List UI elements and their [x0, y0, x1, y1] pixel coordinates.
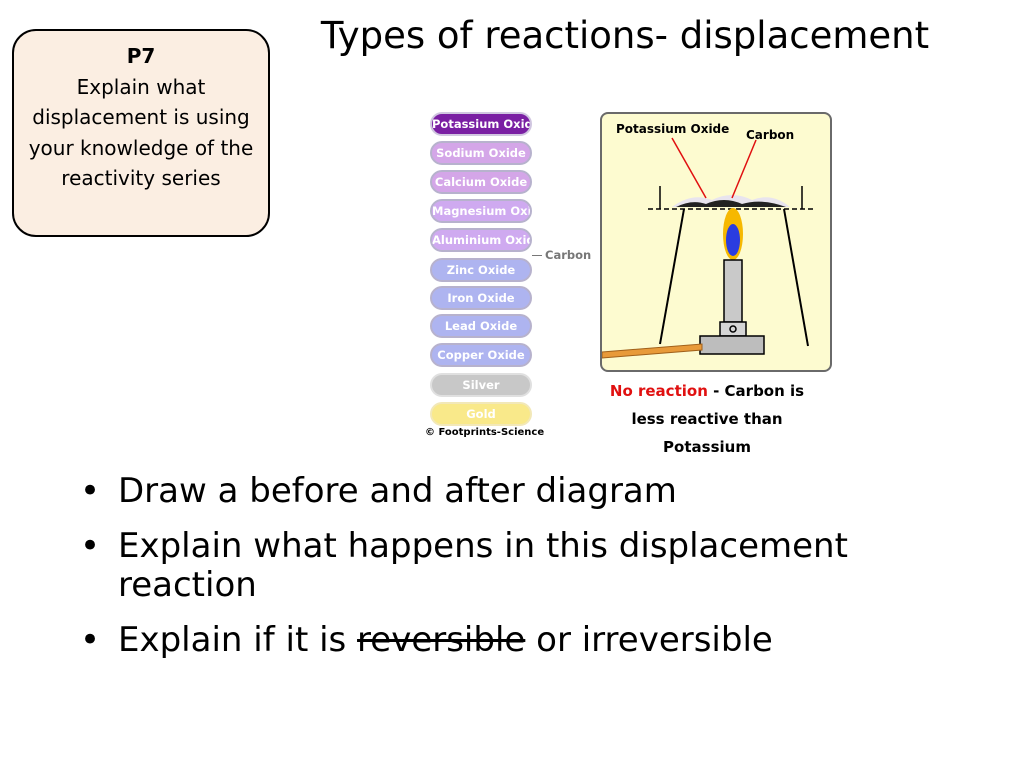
- bunsen-burner-illustration: [602, 137, 816, 359]
- struck-word-reversible: reversible: [357, 620, 526, 660]
- task-item: Explain what happens in this displacemen…: [80, 527, 980, 605]
- series-item-lead-oxide: Lead Oxide: [430, 314, 532, 338]
- caption-line-1-rest: - Carbon is: [707, 382, 805, 400]
- task-text-1: Draw a before and after diagram: [118, 471, 677, 511]
- reactivity-series: Potassium Oxide Sodium Oxide Calcium Oxi…: [420, 106, 595, 446]
- task-text-2: Explain what happens in this displacemen…: [118, 526, 848, 605]
- series-item-zinc-oxide: Zinc Oxide: [430, 258, 532, 282]
- learning-objective-box: P7 Explain what displacement is using yo…: [12, 29, 270, 237]
- caption-line-1: No reaction - Carbon is: [587, 377, 827, 405]
- series-item-sodium-oxide: Sodium Oxide: [430, 141, 532, 165]
- series-item-potassium-oxide: Potassium Oxide: [430, 112, 532, 136]
- series-item-calcium-oxide: Calcium Oxide: [430, 170, 532, 194]
- carbon-position-label: Carbon: [532, 248, 591, 262]
- diagram-label-carbon: Carbon: [746, 128, 795, 142]
- series-item-magnesium-oxide: Magnesium Oxide: [430, 199, 532, 223]
- copyright-notice: © Footprints-Science: [425, 427, 545, 438]
- task-text-3-pre: Explain if it is: [118, 620, 358, 660]
- task-list: Draw a before and after diagram Explain …: [80, 472, 980, 676]
- task-item: Explain if it is reversible or irreversi…: [80, 620, 980, 661]
- series-item-gold: Gold: [430, 402, 532, 426]
- experiment-caption: No reaction - Carbon is less reactive th…: [587, 377, 827, 461]
- objective-text: Explain what displacement is using your …: [28, 74, 254, 191]
- task-item: Draw a before and after diagram: [80, 471, 980, 512]
- objective-code: P7: [126, 44, 156, 68]
- slide-title: Types of reactions- displacement: [320, 14, 930, 57]
- series-item-silver: Silver: [430, 373, 532, 397]
- caption-line-2: less reactive than Potassium: [631, 410, 783, 456]
- diagram-label-potassium-oxide: Potassium Oxide: [616, 122, 730, 136]
- series-item-iron-oxide: Iron Oxide: [430, 286, 532, 310]
- series-item-copper-oxide: Copper Oxide: [430, 343, 532, 367]
- no-reaction-text: No reaction: [609, 382, 708, 400]
- series-item-aluminium-oxide: Aluminium Oxide: [430, 228, 532, 252]
- experiment-diagram: Potassium Oxide Carbon: [600, 112, 832, 372]
- task-text-3-post: or irreversible: [525, 620, 773, 660]
